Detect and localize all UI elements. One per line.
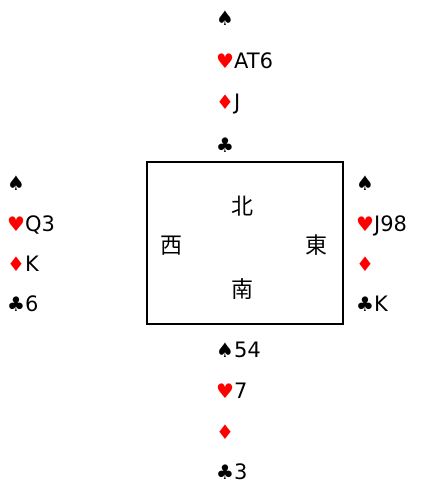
- east-clubs: ♣K: [356, 288, 388, 320]
- table-compass-box: 北 西 東 南: [146, 161, 344, 325]
- heart-icon: ♥: [7, 212, 25, 236]
- south-spades: ♠54: [216, 334, 261, 366]
- north-diamonds: ♦J: [216, 86, 240, 118]
- north-hearts: ♥AT6: [216, 45, 273, 77]
- spade-icon: ♠: [356, 171, 374, 195]
- compass-west: 西: [160, 234, 183, 259]
- diamond-icon: ♦: [216, 90, 234, 114]
- heart-icon: ♥: [216, 379, 234, 403]
- west-spades: ♠: [7, 167, 25, 199]
- south-clubs: ♣3: [216, 456, 247, 488]
- club-icon: ♣: [216, 460, 234, 484]
- club-icon: ♣: [356, 292, 374, 316]
- north-spades: ♠: [216, 2, 234, 34]
- east-diamonds: ♦: [356, 248, 374, 280]
- club-icon: ♣: [7, 292, 25, 316]
- compass-east: 東: [305, 234, 328, 259]
- heart-icon: ♥: [356, 212, 374, 236]
- spade-icon: ♠: [216, 6, 234, 30]
- north-clubs: ♣: [216, 129, 234, 161]
- south-diamonds: ♦: [216, 416, 234, 448]
- south-hearts: ♥7: [216, 375, 247, 407]
- spade-icon: ♠: [216, 338, 234, 362]
- west-hearts: ♥Q3: [7, 208, 55, 240]
- compass-south: 南: [231, 278, 254, 303]
- diamond-icon: ♦: [216, 420, 234, 444]
- east-spades: ♠: [356, 167, 374, 199]
- west-diamonds: ♦K: [7, 248, 39, 280]
- diamond-icon: ♦: [7, 252, 25, 276]
- compass-north: 北: [231, 195, 254, 220]
- west-clubs: ♣6: [7, 288, 38, 320]
- east-hearts: ♥J98: [356, 208, 407, 240]
- club-icon: ♣: [216, 133, 234, 157]
- heart-icon: ♥: [216, 49, 234, 73]
- spade-icon: ♠: [7, 171, 25, 195]
- diamond-icon: ♦: [356, 252, 374, 276]
